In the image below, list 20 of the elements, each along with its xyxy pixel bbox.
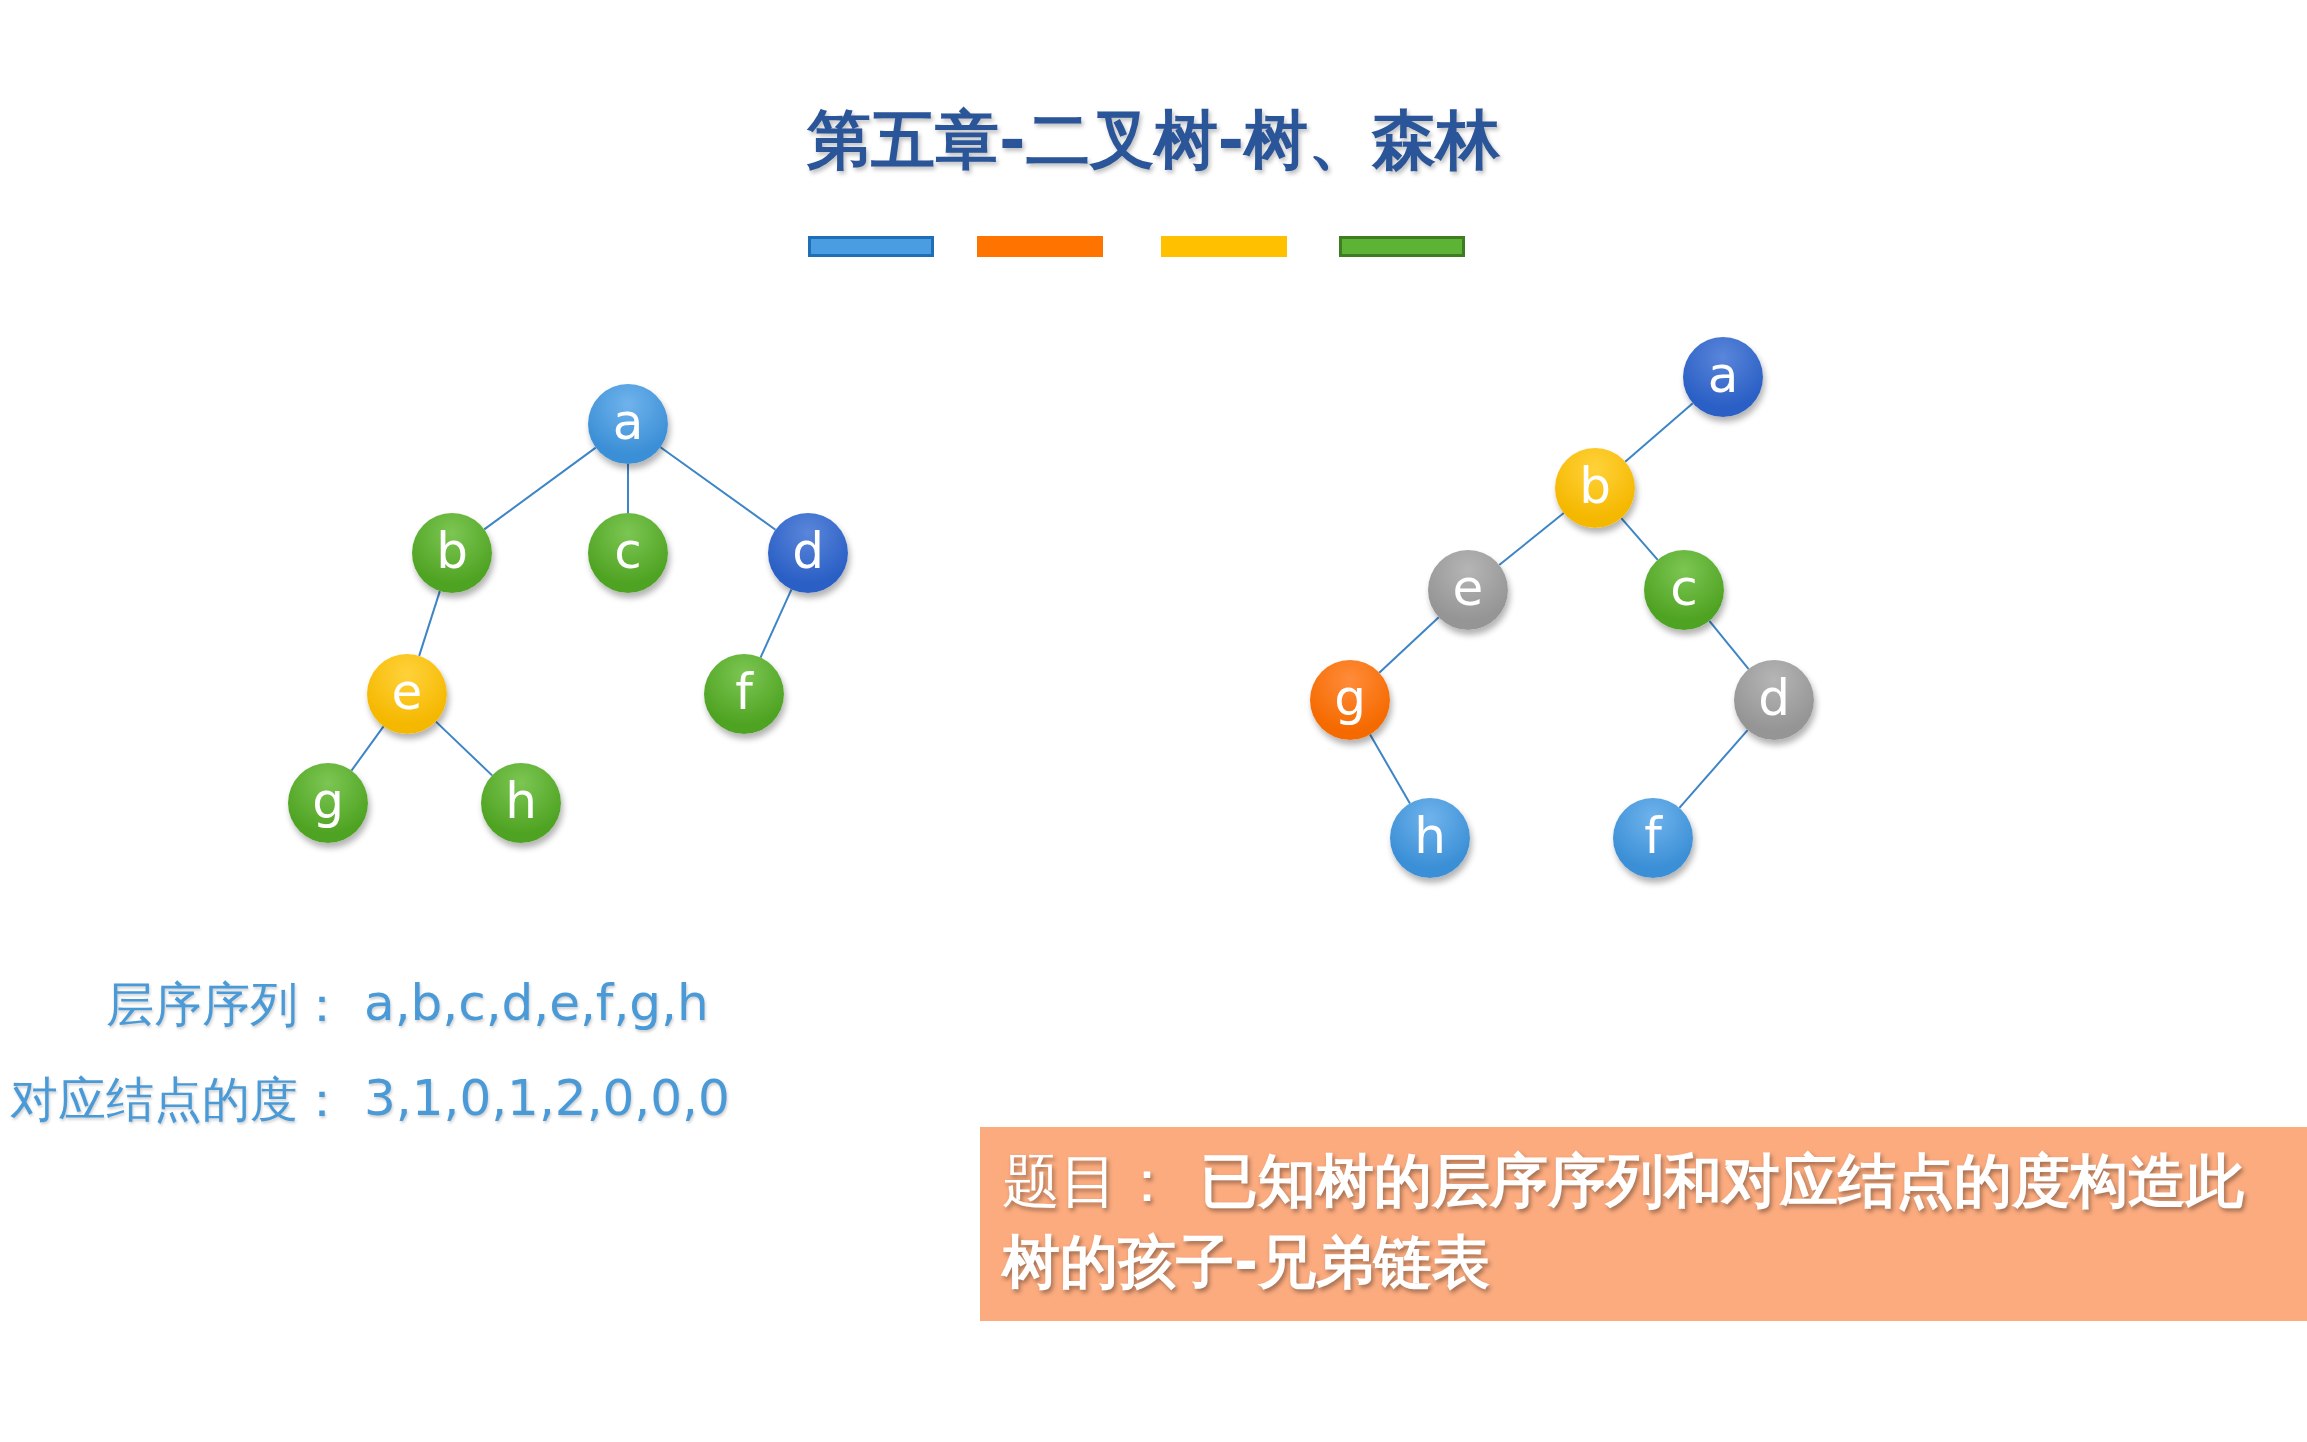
row-label: 对应结点的度： <box>10 1069 346 1129</box>
connector-line <box>1620 517 1659 561</box>
title: 第五章-二叉树-树、森林 <box>805 108 1502 172</box>
connector-line <box>1678 729 1749 809</box>
sequence-value: a,b,c,d,e,f,g,h <box>364 973 710 1034</box>
connector-line <box>659 446 777 531</box>
connector-line <box>1624 402 1694 463</box>
connector-line <box>350 725 385 772</box>
connector-line <box>434 720 494 777</box>
row-label: 层序序列： <box>106 974 346 1034</box>
connector-line <box>418 590 441 657</box>
sequence-value: 3,1,0,1,2,0,0,0 <box>364 1068 730 1129</box>
question-banner: 题目： 已知树的层序序列和对应结点的度构造此树的孩子-兄弟链表 <box>980 1127 2307 1321</box>
connector-line <box>1378 616 1440 674</box>
connector-line <box>1708 619 1750 671</box>
connector-line <box>1369 733 1411 805</box>
connector-line <box>1498 512 1565 566</box>
connector-line <box>483 446 597 531</box>
connector-line <box>759 588 793 659</box>
connector-line <box>627 463 629 514</box>
